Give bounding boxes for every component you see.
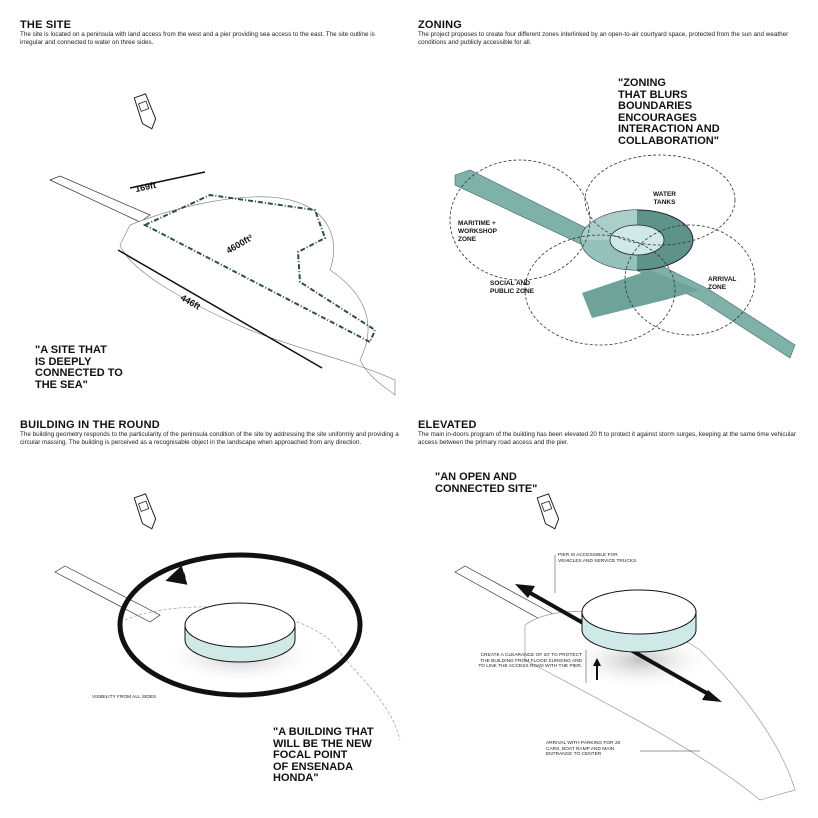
panel-title: ELEVATED	[418, 419, 477, 431]
zone-label-maritime: MARITIME + WORKSHOP ZONE	[458, 220, 497, 243]
building-volume	[581, 589, 697, 653]
dimension-line-width	[129, 171, 206, 189]
boat-icon	[536, 493, 560, 530]
clearance-note: CREATE A CLEARANCE OF 20' TO PROTECT THE…	[478, 653, 582, 670]
peninsula-outline	[119, 196, 396, 396]
round-diagram	[54, 493, 401, 741]
panel-description: The main in-doors program of the buildin…	[418, 431, 797, 446]
building-volume	[184, 602, 296, 663]
pier	[454, 565, 556, 623]
pier-access-note: PIER IS ACCESSIBLE FOR VEHICLES AND SERV…	[558, 553, 638, 564]
panel-title: BUILDING IN THE ROUND	[20, 419, 160, 431]
dimension-line-length	[117, 249, 323, 369]
zone-label-water-tanks: WATER TANKS	[653, 191, 676, 206]
panel-quote: "AN OPEN AND CONNECTED SITE"	[435, 471, 538, 495]
elevated-diagram	[454, 493, 796, 801]
panel-title: ZONING	[418, 19, 462, 31]
zone-label-arrival: ARRIVAL ZONE	[708, 276, 737, 291]
zoning-diagram	[449, 154, 796, 359]
boat-icon	[133, 93, 157, 130]
circular-courtyard	[580, 209, 694, 271]
panel-quote: "A SITE THAT IS DEEPLY CONNECTED TO THE …	[35, 344, 123, 391]
social-wing	[582, 270, 700, 318]
zone-label-social: SOCIAL AND PUBLIC ZONE	[490, 280, 535, 295]
site-diagram	[49, 93, 396, 396]
panel-quote: "ZONING THAT BLURS BOUNDARIES ENCOURAGES…	[618, 77, 720, 147]
panel-title: THE SITE	[20, 19, 72, 31]
panel-quote: "A BUILDING THAT WILL BE THE NEW FOCAL P…	[273, 726, 374, 784]
zone-boundaries	[449, 154, 756, 346]
panel-description: The site is located on a peninsula with …	[20, 31, 375, 46]
panel-description: The building geometry responds to the pa…	[20, 431, 399, 446]
panel-description: The project proposes to create four diff…	[418, 31, 789, 46]
boat-icon	[133, 493, 157, 530]
pier	[49, 175, 151, 223]
pier	[54, 565, 161, 623]
visibility-ring	[117, 552, 363, 698]
site-boundary	[142, 193, 377, 344]
visibility-note: VISIBILITY FROM ALL SIDES	[92, 695, 157, 700]
arrival-note: ARRIVAL WITH PARKING FOR 20 CARS, BOAT R…	[546, 741, 621, 758]
